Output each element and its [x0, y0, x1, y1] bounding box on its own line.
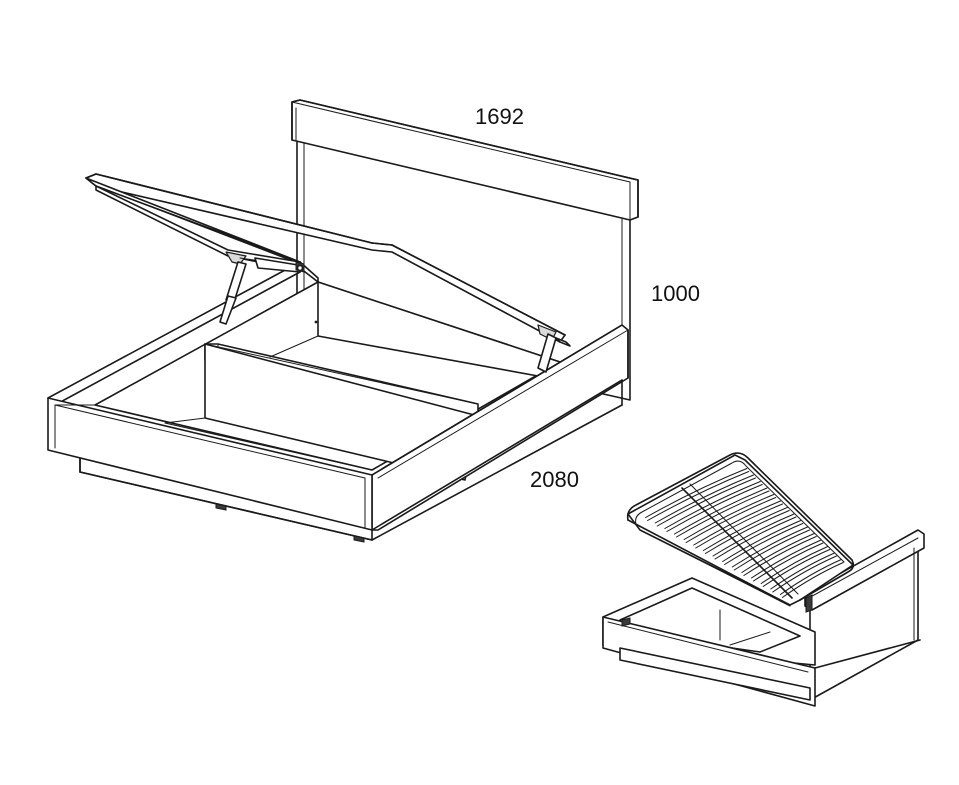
slat-edge [762, 549, 831, 587]
slat-edge [704, 510, 790, 554]
slatted-base [626, 452, 855, 607]
slat-edge [772, 555, 837, 593]
slat [731, 526, 808, 568]
slat [702, 507, 788, 551]
lift-mechanism-right [537, 324, 571, 373]
slat-edge [676, 490, 770, 538]
small-bed [602, 452, 925, 707]
slat-edge [724, 523, 804, 565]
height-dimension-label: 1000 [651, 281, 700, 306]
main-bed: 1692 1000 2080 [47, 99, 700, 543]
slat [693, 500, 781, 546]
slat [779, 559, 842, 595]
slat-edge [714, 516, 797, 560]
slat-edge [647, 471, 750, 521]
slat-edge [753, 542, 824, 582]
frame-rails [47, 324, 629, 531]
slat [645, 468, 748, 518]
slat-edge [695, 503, 783, 549]
lift-mechanism-left [219, 251, 305, 325]
slat-edge [733, 529, 810, 571]
slat [741, 533, 815, 573]
slat [770, 552, 835, 590]
slat [722, 520, 802, 562]
slat [664, 481, 761, 529]
storage-box [47, 261, 561, 481]
slat-edge [685, 497, 777, 543]
width-dimension-label: 1692 [475, 104, 524, 129]
slat [760, 546, 829, 584]
slat [654, 474, 754, 524]
small-storage-box [602, 577, 921, 707]
slat [683, 494, 775, 540]
slat [751, 539, 822, 579]
slat-edge [666, 484, 763, 532]
slat [712, 513, 795, 557]
slat-edge [743, 536, 817, 576]
length-dimension-label: 2080 [530, 467, 579, 492]
slat [674, 487, 768, 535]
